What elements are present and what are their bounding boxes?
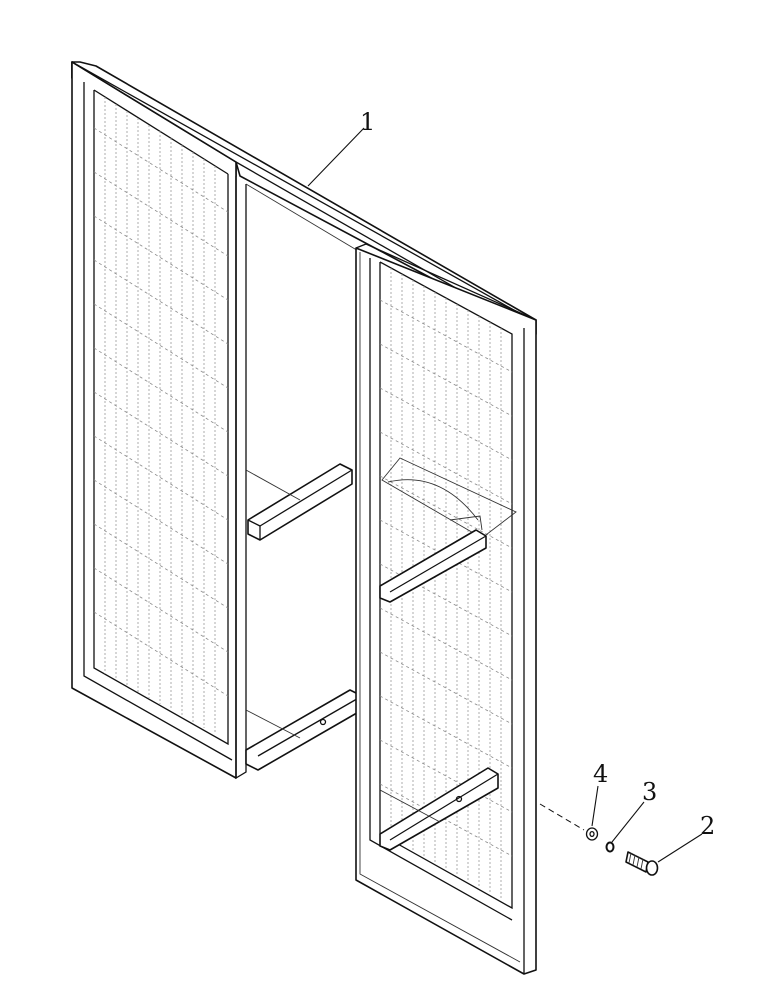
flat-washer-hole: [589, 830, 595, 838]
left-panel-inner-rail: [83, 82, 233, 761]
left-panel-inner-border: [93, 90, 229, 746]
center-opening: [235, 176, 363, 780]
middle-crossbar-end: [247, 519, 261, 527]
right-panel-upper-bracket: [379, 529, 487, 603]
lower-bracket-top: [389, 773, 499, 841]
right-panel-outer-rail: [359, 252, 521, 963]
shelf-cutout-curve: [387, 479, 479, 521]
top-crossbar-edge: [71, 61, 529, 319]
leader-part-1: [307, 127, 365, 187]
center-top-rail: [245, 183, 361, 253]
callout-part-4: 4: [593, 760, 608, 788]
callout-part-2: 2: [700, 812, 715, 840]
shelf-tab: [449, 515, 483, 531]
right-panel-top-edge: [365, 243, 537, 321]
middle-support: [245, 469, 301, 501]
assembly-axis-line: [539, 803, 585, 831]
callout-part-1: 1: [360, 108, 375, 136]
right-mesh-panel: [355, 243, 537, 975]
top-crossbar-face: [71, 61, 537, 335]
upper-bracket-top: [389, 535, 487, 593]
right-panel-top-corner: [355, 243, 367, 249]
lower-bracket-bolt-hole: [455, 795, 463, 803]
leader-part-2: [657, 833, 703, 863]
flat-washer: [585, 827, 599, 841]
hex-bolt: [625, 851, 659, 876]
lower-support: [245, 709, 301, 739]
right-panel-shelf: [381, 457, 517, 539]
left-panel-mesh: [93, 97, 229, 734]
right-panel-inner-left: [369, 258, 513, 921]
lower-crossbar-top: [257, 695, 363, 757]
left-mesh-panel: [71, 61, 237, 779]
lower-bracket-support: [379, 789, 441, 823]
hardware-assembly: [539, 803, 659, 876]
callout-leaders: [307, 127, 703, 863]
right-panel-lower-bracket: [379, 767, 499, 851]
callout-part-3: 3: [642, 778, 657, 806]
center-left-post: [235, 176, 247, 780]
lock-washer: [605, 841, 615, 853]
leader-part-4: [591, 785, 599, 827]
left-panel-frame: [71, 61, 237, 779]
lower-crossbar-bolt-hole: [319, 718, 327, 726]
middle-crossbar-top: [259, 469, 353, 527]
leader-part-3: [611, 801, 645, 843]
